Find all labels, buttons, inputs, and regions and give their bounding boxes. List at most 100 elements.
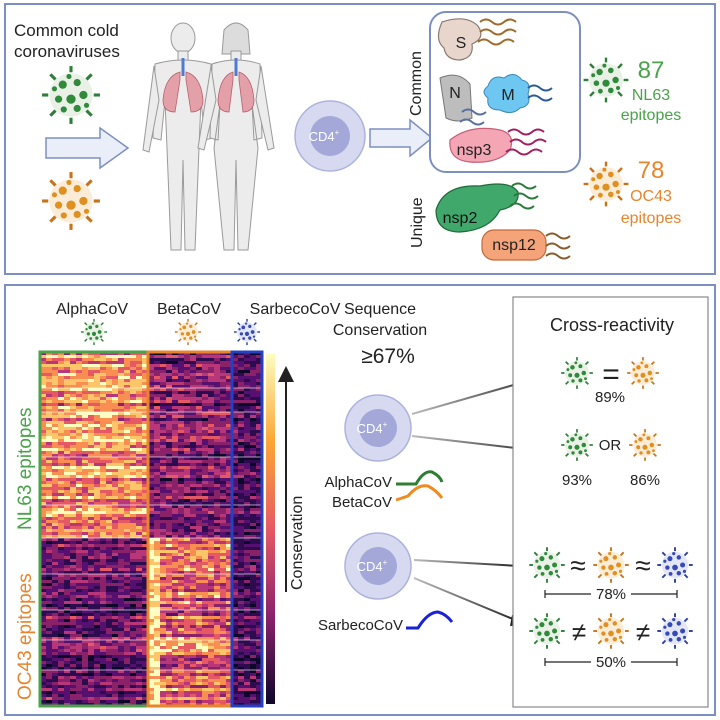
heatmap-cell bbox=[214, 436, 221, 440]
heatmap-cell bbox=[52, 532, 59, 536]
heatmap-cell bbox=[130, 499, 137, 503]
heatmap-cell bbox=[220, 526, 227, 530]
heatmap-cell bbox=[196, 691, 203, 695]
heatmap-cell bbox=[88, 388, 95, 392]
heatmap-cell bbox=[238, 616, 245, 620]
heatmap-cell bbox=[142, 454, 149, 458]
heatmap-cell bbox=[58, 508, 65, 512]
heatmap-cell bbox=[202, 427, 209, 431]
heatmap-cell bbox=[256, 421, 263, 425]
heatmap-cell bbox=[190, 391, 197, 395]
heatmap-cell bbox=[70, 424, 77, 428]
heatmap-cell bbox=[112, 670, 119, 674]
heatmap-cell bbox=[148, 583, 155, 587]
heatmap-cell bbox=[118, 448, 125, 452]
heatmap-cell bbox=[184, 535, 191, 539]
heatmap-cell bbox=[94, 511, 101, 515]
heatmap-cell bbox=[220, 616, 227, 620]
heatmap-cell bbox=[238, 445, 245, 449]
heatmap-cell bbox=[214, 538, 221, 542]
heatmap-cell bbox=[118, 667, 125, 671]
heatmap-cell bbox=[124, 700, 131, 704]
heatmap-cell bbox=[118, 409, 125, 413]
heatmap-cell bbox=[244, 382, 251, 386]
heatmap-cell bbox=[112, 355, 119, 359]
heatmap-cell bbox=[154, 562, 161, 566]
heatmap-cell bbox=[40, 466, 47, 470]
heatmap-cell bbox=[112, 571, 119, 575]
heatmap-cell bbox=[130, 559, 137, 563]
heatmap-cell bbox=[130, 475, 137, 479]
heatmap-cell bbox=[172, 700, 179, 704]
heatmap-cell bbox=[58, 484, 65, 488]
heatmap-cell bbox=[88, 592, 95, 596]
heatmap-cell bbox=[40, 505, 47, 509]
heatmap-cell bbox=[238, 454, 245, 458]
heatmap-cell bbox=[202, 355, 209, 359]
heatmap-cell bbox=[148, 577, 155, 581]
heatmap-cell bbox=[58, 601, 65, 605]
heatmap-cell bbox=[190, 604, 197, 608]
heatmap-cell bbox=[148, 451, 155, 455]
heatmap-cell bbox=[238, 514, 245, 518]
heatmap-cell bbox=[46, 460, 53, 464]
heatmap-cell bbox=[118, 391, 125, 395]
heatmap-cell bbox=[46, 358, 53, 362]
heatmap-cell bbox=[232, 403, 239, 407]
heatmap-cell bbox=[232, 562, 239, 566]
heatmap-cell bbox=[166, 463, 173, 467]
heatmap-cell bbox=[178, 655, 185, 659]
heatmap-cell bbox=[166, 553, 173, 557]
heatmap-cell bbox=[106, 565, 113, 569]
heatmap-cell bbox=[166, 394, 173, 398]
heatmap-cell bbox=[76, 685, 83, 689]
heatmap-cell bbox=[202, 619, 209, 623]
heatmap-cell bbox=[76, 394, 83, 398]
heatmap-cell bbox=[226, 577, 233, 581]
heatmap-cell bbox=[130, 547, 137, 551]
heatmap-cell bbox=[70, 481, 77, 485]
heatmap-cell bbox=[232, 661, 239, 665]
protein-n-label: N bbox=[449, 85, 461, 102]
heatmap-cell bbox=[64, 436, 71, 440]
heatmap-cell bbox=[208, 670, 215, 674]
heatmap-cell bbox=[172, 688, 179, 692]
heatmap-cell bbox=[250, 550, 257, 554]
heatmap-cell bbox=[40, 385, 47, 389]
heatmap-cell bbox=[148, 412, 155, 416]
heatmap-cell bbox=[220, 460, 227, 464]
heatmap-cell bbox=[202, 592, 209, 596]
heatmap-cell bbox=[40, 688, 47, 692]
heatmap-cell bbox=[238, 637, 245, 641]
heatmap-cell bbox=[232, 568, 239, 572]
heatmap-cell bbox=[238, 367, 245, 371]
heatmap-cell bbox=[130, 688, 137, 692]
heatmap-cell bbox=[148, 532, 155, 536]
heatmap-cell bbox=[100, 574, 107, 578]
heatmap-cell bbox=[196, 547, 203, 551]
heatmap-cell bbox=[178, 604, 185, 608]
heatmap-cell bbox=[76, 535, 83, 539]
heatmap-cell bbox=[208, 373, 215, 377]
heatmap-cell bbox=[142, 463, 149, 467]
heatmap-cell bbox=[52, 436, 59, 440]
heatmap-cell bbox=[208, 619, 215, 623]
heatmap-cell bbox=[130, 451, 137, 455]
heatmap-cell bbox=[256, 433, 263, 437]
heatmap-cell bbox=[82, 475, 89, 479]
heatmap-cell bbox=[94, 436, 101, 440]
heatmap-cell bbox=[166, 421, 173, 425]
heatmap-cell bbox=[250, 568, 257, 572]
heatmap-cell bbox=[82, 574, 89, 578]
heatmap-cell bbox=[172, 685, 179, 689]
heatmap-cell bbox=[130, 562, 137, 566]
heatmap-cell bbox=[142, 673, 149, 677]
heatmap-cell bbox=[118, 559, 125, 563]
heatmap-cell bbox=[130, 469, 137, 473]
heatmap-cell bbox=[244, 604, 251, 608]
heatmap-cell bbox=[136, 685, 143, 689]
heatmap-cell bbox=[70, 538, 77, 542]
heatmap-cell bbox=[124, 685, 131, 689]
heatmap-cell bbox=[220, 529, 227, 533]
heatmap-cell bbox=[130, 541, 137, 545]
